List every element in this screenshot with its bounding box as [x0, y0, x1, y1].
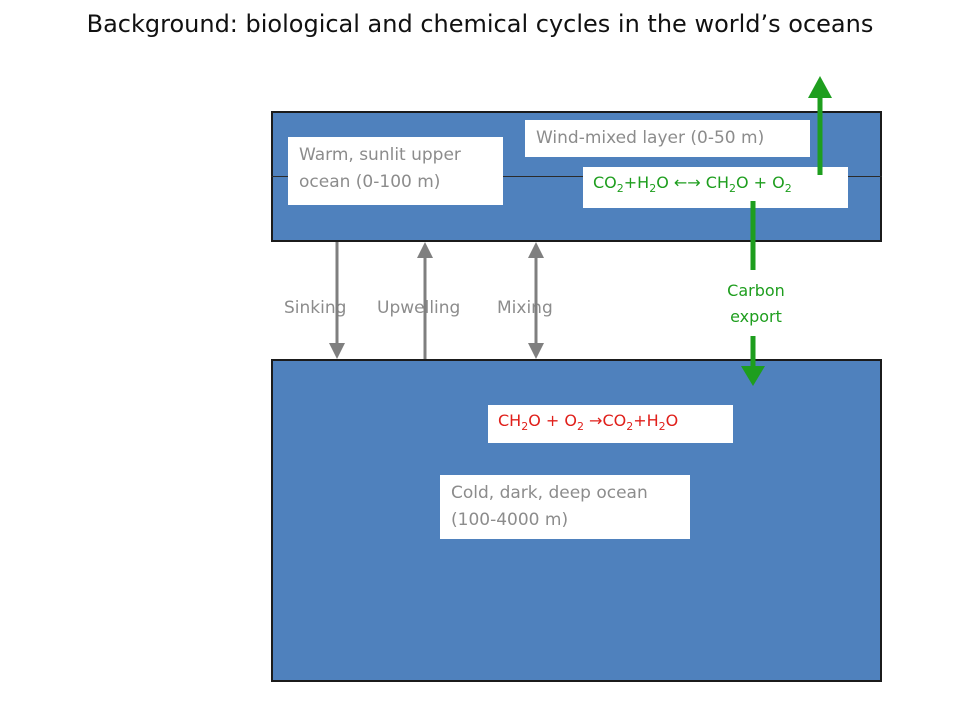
- sinking-arrow-icon: [329, 242, 345, 359]
- mixing-label: Mixing: [497, 298, 553, 318]
- deep-ocean-label-line2: (100-4000 m): [451, 510, 569, 530]
- outgassing-arrow-icon: [808, 76, 832, 175]
- mixing-arrow-icon: [528, 242, 544, 359]
- wind-mixed-layer-label: Wind-mixed layer (0-50 m): [525, 120, 810, 157]
- eq-text: CH: [700, 173, 729, 192]
- eq-text: O: [656, 173, 674, 192]
- double-arrow-icon: ←→: [673, 173, 701, 192]
- upwelling-arrow-icon: [417, 242, 433, 359]
- eq-text: O + O: [736, 173, 785, 192]
- upper-ocean-label-line1: Warm, sunlit upper: [299, 145, 461, 165]
- eq-subscript: 2: [784, 182, 792, 196]
- carbon-export-line2: export: [730, 307, 782, 326]
- eq-text: CO: [593, 173, 617, 192]
- eq-subscript: 2: [521, 420, 529, 434]
- respiration-equation: CH2O + O2 →CO2+H2O: [488, 405, 733, 443]
- upper-ocean-label: Warm, sunlit upper ocean (0-100 m): [288, 137, 503, 205]
- eq-text: O: [665, 411, 679, 430]
- carbon-export-label: Carbon export: [716, 278, 796, 330]
- slide-title: Background: biological and chemical cycl…: [86, 10, 874, 38]
- photosynthesis-equation: CO2+H2O ←→ CH2O + O2: [583, 167, 848, 208]
- deep-ocean-label-line1: Cold, dark, deep ocean: [451, 483, 648, 503]
- sinking-label: Sinking: [284, 298, 347, 318]
- upwelling-label: Upwelling: [377, 298, 461, 318]
- eq-subscript: 2: [626, 420, 634, 434]
- eq-text: CO: [602, 411, 627, 430]
- eq-subscript: 2: [616, 182, 624, 196]
- eq-subscript: 2: [649, 182, 657, 196]
- deep-ocean-label: Cold, dark, deep ocean (100-4000 m): [440, 475, 690, 539]
- eq-subscript: 2: [729, 182, 736, 196]
- upper-ocean-label-line2: ocean (0-100 m): [299, 172, 441, 192]
- eq-text: +H: [623, 173, 650, 192]
- eq-subscript: 2: [658, 420, 666, 434]
- eq-text: CH: [498, 411, 522, 430]
- eq-text: O + O: [528, 411, 577, 430]
- eq-subscript: 2: [576, 420, 584, 434]
- carbon-export-line1: Carbon: [727, 281, 785, 300]
- eq-text: +H: [633, 411, 659, 430]
- wind-mixed-layer-boundary: [271, 176, 882, 177]
- carbon-export-arrow-icon: [741, 201, 765, 386]
- right-arrow-icon: →: [583, 411, 603, 430]
